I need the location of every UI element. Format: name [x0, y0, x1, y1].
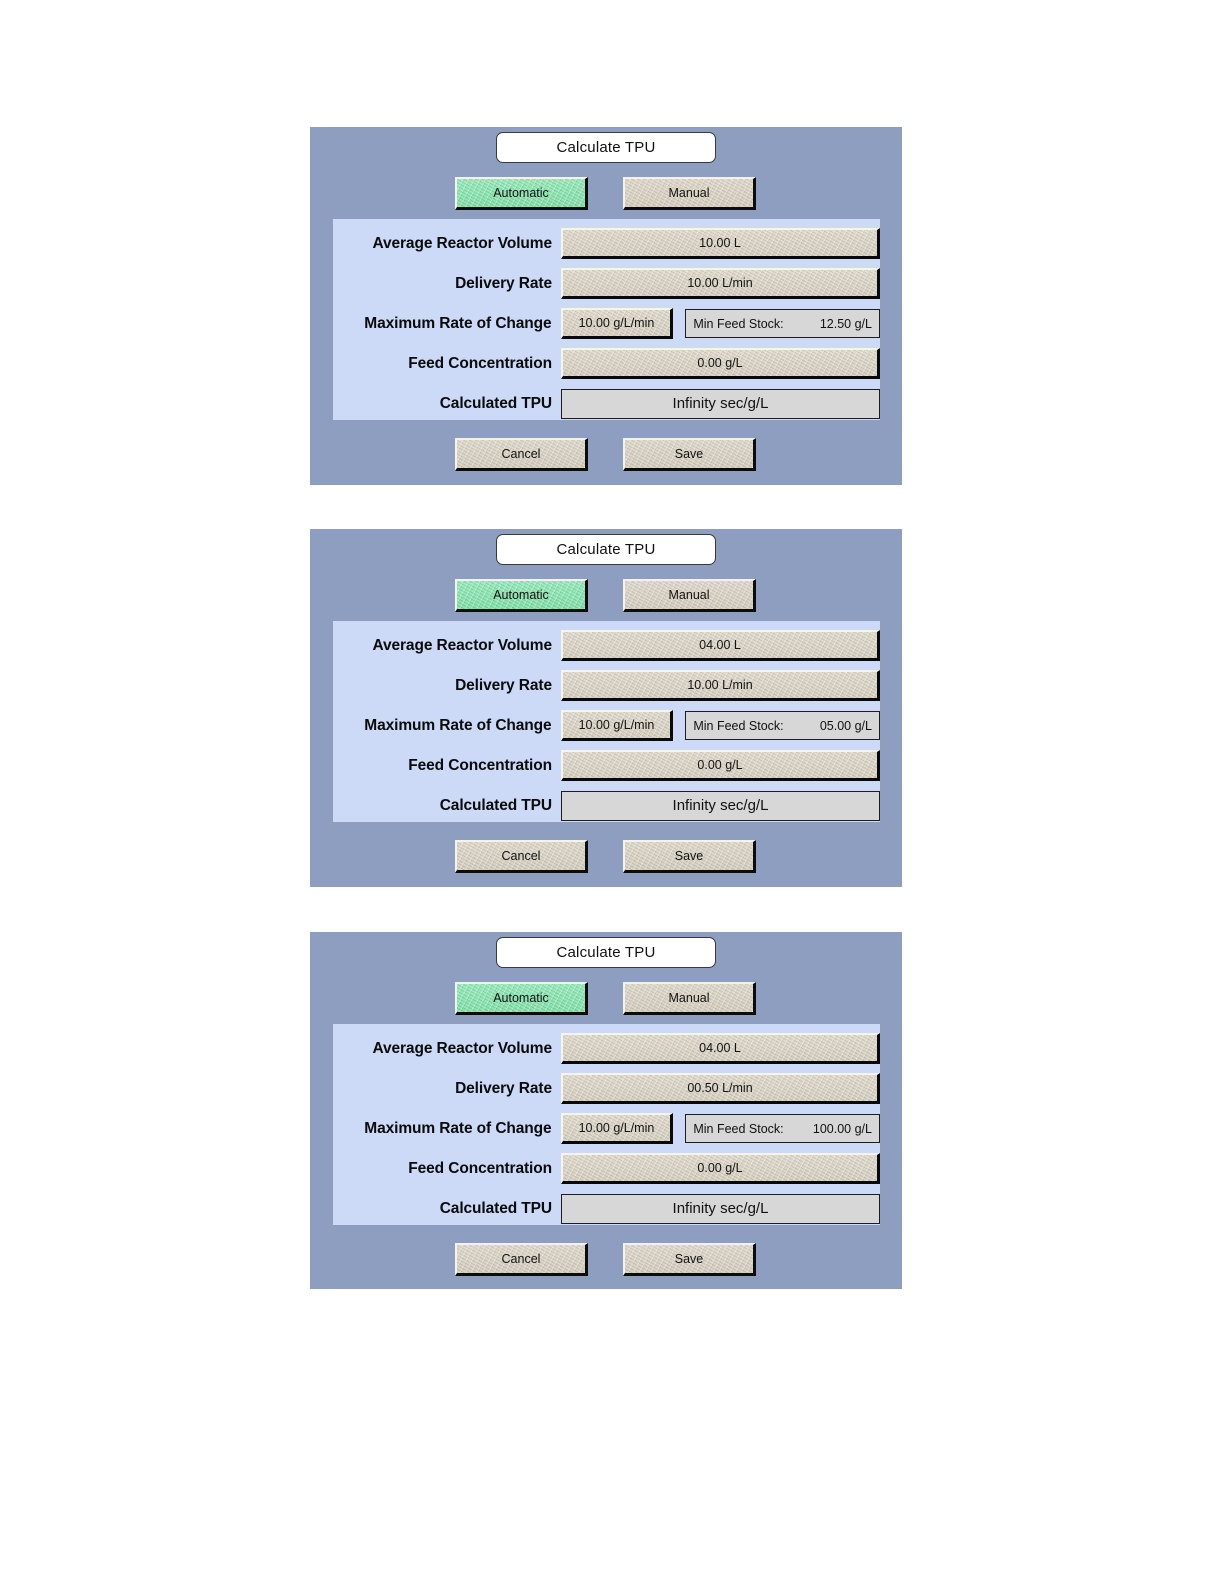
row-maximum-rate-of-change: Maximum Rate of Change 10.00 g/L/min Min… — [333, 307, 880, 340]
row-delivery-rate: Delivery Rate 00.50 L/min — [333, 1072, 880, 1105]
label-min-feed-stock: Min Feed Stock: — [693, 316, 784, 331]
value-min-feed-stock: 100.00 g/L — [812, 1121, 872, 1136]
label-min-feed-stock: Min Feed Stock: — [693, 1121, 784, 1136]
mode-button-row: Automatic Manual — [310, 177, 902, 211]
mode-button-automatic[interactable]: Automatic — [455, 982, 588, 1015]
row-feed-concentration: Feed Concentration 0.00 g/L — [333, 1152, 880, 1185]
row-average-reactor-volume: Average Reactor Volume 10.00 L — [333, 227, 880, 260]
fields-panel: Average Reactor Volume 04.00 L Delivery … — [333, 1024, 880, 1225]
mode-button-manual-label: Manual — [668, 186, 710, 200]
field-delivery-rate[interactable]: 10.00 L/min — [561, 268, 880, 299]
mode-button-automatic-label: Automatic — [493, 186, 549, 200]
cancel-button-label: Cancel — [501, 849, 541, 863]
mode-button-manual-label: Manual — [668, 991, 710, 1005]
save-button-label: Save — [674, 1252, 704, 1266]
label-delivery-rate: Delivery Rate — [455, 274, 552, 292]
label-feed-concentration: Feed Concentration — [408, 756, 552, 774]
label-calculated-tpu: Calculated TPU — [439, 1199, 552, 1217]
row-delivery-rate: Delivery Rate 10.00 L/min — [333, 669, 880, 702]
label-maximum-rate-of-change: Maximum Rate of Change — [364, 1119, 552, 1137]
calculate-tpu-dialog-1: Calculate TPU Automatic Manual Average R… — [310, 127, 902, 485]
label-delivery-rate: Delivery Rate — [455, 1079, 552, 1097]
row-maximum-rate-of-change: Maximum Rate of Change 10.00 g/L/min Min… — [333, 709, 880, 742]
dialog-title: Calculate TPU — [496, 534, 716, 565]
value-min-feed-stock: 05.00 g/L — [819, 718, 872, 733]
label-maximum-rate-of-change: Maximum Rate of Change — [364, 716, 552, 734]
save-button[interactable]: Save — [623, 840, 756, 873]
field-feed-concentration[interactable]: 0.00 g/L — [561, 348, 880, 379]
label-feed-concentration: Feed Concentration — [408, 354, 552, 372]
mode-button-row: Automatic Manual — [310, 579, 902, 613]
field-feed-concentration[interactable]: 0.00 g/L — [561, 750, 880, 781]
save-button[interactable]: Save — [623, 1243, 756, 1276]
row-maximum-rate-of-change: Maximum Rate of Change 10.00 g/L/min Min… — [333, 1112, 880, 1145]
label-calculated-tpu: Calculated TPU — [439, 394, 552, 412]
field-average-reactor-volume[interactable]: 10.00 L — [561, 228, 880, 259]
cancel-button-label: Cancel — [501, 1252, 541, 1266]
field-maximum-rate-of-change[interactable]: 10.00 g/L/min — [560, 308, 674, 339]
fields-panel: Average Reactor Volume 04.00 L Delivery … — [333, 621, 880, 822]
row-feed-concentration: Feed Concentration 0.00 g/L — [333, 749, 880, 782]
footer-button-row: Cancel Save — [310, 438, 902, 472]
row-calculated-tpu: Calculated TPU Infinity sec/g/L — [333, 789, 880, 822]
label-maximum-rate-of-change: Maximum Rate of Change — [364, 314, 552, 332]
fields-panel: Average Reactor Volume 10.00 L Delivery … — [333, 219, 880, 420]
cancel-button[interactable]: Cancel — [455, 1243, 588, 1276]
field-maximum-rate-of-change[interactable]: 10.00 g/L/min — [560, 710, 674, 741]
dialog-title: Calculate TPU — [496, 132, 716, 163]
label-feed-concentration: Feed Concentration — [408, 1159, 552, 1177]
cancel-button[interactable]: Cancel — [455, 438, 588, 471]
mode-button-manual[interactable]: Manual — [623, 177, 756, 210]
display-calculated-tpu: Infinity sec/g/L — [561, 790, 880, 821]
row-average-reactor-volume: Average Reactor Volume 04.00 L — [333, 1032, 880, 1065]
field-average-reactor-volume[interactable]: 04.00 L — [561, 1033, 880, 1064]
row-calculated-tpu: Calculated TPU Infinity sec/g/L — [333, 1192, 880, 1225]
dialog-title: Calculate TPU — [496, 937, 716, 968]
mode-button-row: Automatic Manual — [310, 982, 902, 1016]
footer-button-row: Cancel Save — [310, 840, 902, 874]
calculate-tpu-dialog-2: Calculate TPU Automatic Manual Average R… — [310, 529, 902, 887]
row-delivery-rate: Delivery Rate 10.00 L/min — [333, 267, 880, 300]
mode-button-manual[interactable]: Manual — [623, 982, 756, 1015]
label-delivery-rate: Delivery Rate — [455, 676, 552, 694]
display-calculated-tpu: Infinity sec/g/L — [561, 388, 880, 419]
mode-button-manual-label: Manual — [668, 588, 710, 602]
mode-button-automatic-label: Automatic — [493, 588, 549, 602]
label-min-feed-stock: Min Feed Stock: — [693, 718, 784, 733]
mode-button-automatic[interactable]: Automatic — [455, 579, 588, 612]
save-button-label: Save — [674, 447, 704, 461]
display-min-feed-stock: Min Feed Stock: 100.00 g/L — [685, 1114, 880, 1143]
label-average-reactor-volume: Average Reactor Volume — [372, 636, 552, 654]
save-button[interactable]: Save — [623, 438, 756, 471]
label-calculated-tpu: Calculated TPU — [439, 796, 552, 814]
field-feed-concentration[interactable]: 0.00 g/L — [561, 1153, 880, 1184]
field-maximum-rate-of-change[interactable]: 10.00 g/L/min — [560, 1113, 674, 1144]
mode-button-automatic[interactable]: Automatic — [455, 177, 588, 210]
label-average-reactor-volume: Average Reactor Volume — [372, 1039, 552, 1057]
display-min-feed-stock: Min Feed Stock: 12.50 g/L — [685, 309, 880, 338]
save-button-label: Save — [674, 849, 704, 863]
row-feed-concentration: Feed Concentration 0.00 g/L — [333, 347, 880, 380]
row-calculated-tpu: Calculated TPU Infinity sec/g/L — [333, 387, 880, 420]
footer-button-row: Cancel Save — [310, 1243, 902, 1277]
display-min-feed-stock: Min Feed Stock: 05.00 g/L — [685, 711, 880, 740]
cancel-button[interactable]: Cancel — [455, 840, 588, 873]
field-delivery-rate[interactable]: 00.50 L/min — [561, 1073, 880, 1104]
field-average-reactor-volume[interactable]: 04.00 L — [561, 630, 880, 661]
row-average-reactor-volume: Average Reactor Volume 04.00 L — [333, 629, 880, 662]
label-average-reactor-volume: Average Reactor Volume — [372, 234, 552, 252]
field-delivery-rate[interactable]: 10.00 L/min — [561, 670, 880, 701]
value-min-feed-stock: 12.50 g/L — [819, 316, 872, 331]
display-calculated-tpu: Infinity sec/g/L — [561, 1193, 880, 1224]
cancel-button-label: Cancel — [501, 447, 541, 461]
mode-button-automatic-label: Automatic — [493, 991, 549, 1005]
mode-button-manual[interactable]: Manual — [623, 579, 756, 612]
calculate-tpu-dialog-3: Calculate TPU Automatic Manual Average R… — [310, 932, 902, 1289]
